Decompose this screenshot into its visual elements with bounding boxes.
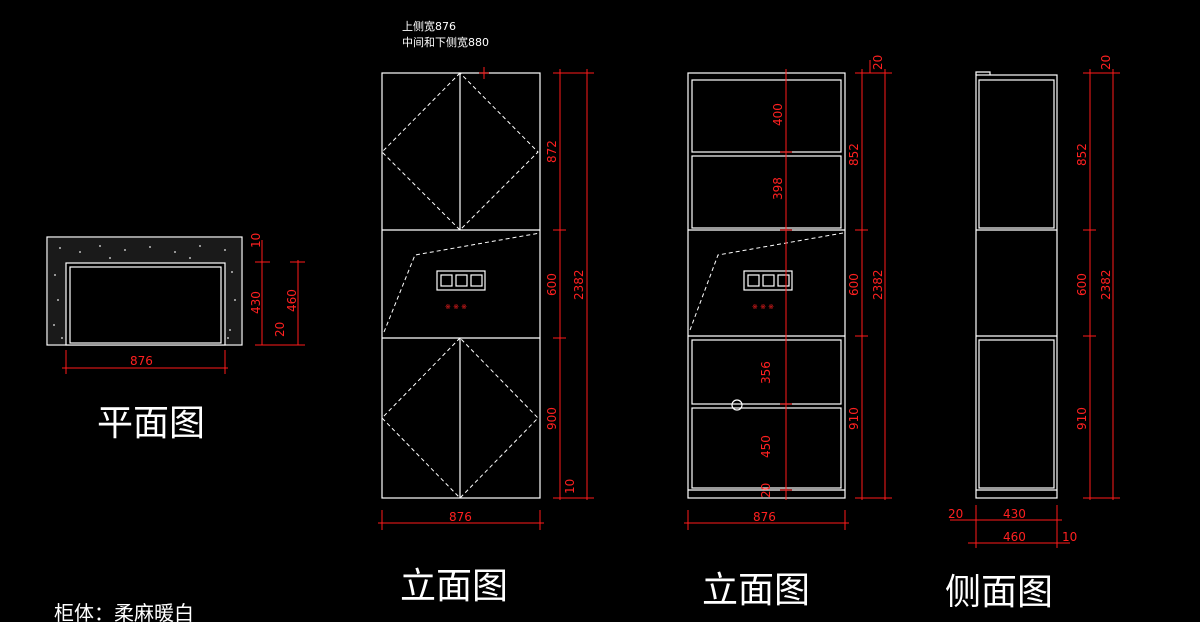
elev1-total-height: 2382 — [572, 269, 586, 300]
elev1-upper-height: 872 — [545, 140, 559, 163]
side-total: 2382 — [1099, 269, 1113, 300]
elev1-base-height: 10 — [563, 479, 577, 494]
side-depth-outer: 460 — [1003, 530, 1026, 544]
plan-bottom-gap-label: 20 — [273, 322, 287, 337]
note-top-width: 上侧宽876 — [402, 19, 456, 33]
side-title: 侧面图 — [945, 572, 1053, 613]
material-note: 柜体：柔麻暖白 — [54, 601, 194, 622]
elev2-lower-shelf1: 356 — [759, 361, 773, 384]
socket-panel-2-icon — [743, 270, 793, 291]
elev2-shelf1: 400 — [771, 103, 785, 126]
plan-inner-depth-label: 430 — [249, 291, 263, 314]
plan-outer-depth-label: 460 — [285, 289, 299, 312]
svg-text:※ ※ ※: ※ ※ ※ — [752, 303, 774, 311]
socket-panel-icon — [436, 270, 486, 291]
elev2-outline — [687, 72, 846, 499]
plan-hatch-dots — [53, 245, 236, 339]
elev2-base: 20 — [759, 483, 773, 498]
side-front: 10 — [1062, 530, 1077, 544]
elev2-upper: 852 — [847, 143, 861, 166]
side-top: 20 — [1099, 55, 1113, 70]
elev2-middle: 600 — [847, 273, 861, 296]
side-outline — [975, 74, 1058, 499]
side-middle: 600 — [1075, 273, 1089, 296]
elev1-width-label: 876 — [449, 510, 472, 524]
side-view: 20 852 600 910 2382 20 430 460 10 — [948, 55, 1120, 548]
elev2-width-label: 876 — [753, 510, 776, 524]
knob-icon — [731, 399, 743, 411]
plan-view: 876 10 430 460 20 — [46, 233, 305, 374]
side-depth-inner: 430 — [1003, 507, 1026, 521]
elevation-2-title: 立面图 — [702, 570, 810, 611]
svg-text:※ ※ ※: ※ ※ ※ — [445, 303, 467, 311]
note-mid-bottom-width: 中间和下侧宽880 — [402, 35, 489, 49]
plan-title: 平面图 — [97, 403, 205, 444]
elev2-lower-shelf2: 450 — [759, 435, 773, 458]
elev1-middle-height: 600 — [545, 273, 559, 296]
elev2-top: 20 — [871, 55, 885, 70]
elevation-2: ※ ※ ※ 400 398 356 450 20 20 852 600 910 … — [684, 55, 892, 530]
elev1-outline — [381, 72, 541, 499]
side-back: 20 — [948, 507, 963, 521]
elev2-shelf2: 398 — [771, 177, 785, 200]
plan-top-gap-label: 10 — [249, 233, 263, 248]
elevation-1-title: 立面图 — [400, 566, 508, 607]
elev1-lower-height: 900 — [545, 407, 559, 430]
elev2-total: 2382 — [871, 269, 885, 300]
elev1-lower-door-pattern — [381, 337, 539, 499]
plan-inner-cavity — [65, 262, 226, 346]
plan-inner-line — [69, 266, 222, 344]
plan-width-label: 876 — [130, 354, 153, 368]
side-lower: 910 — [1075, 407, 1089, 430]
elevation-1: ※ ※ ※ 872 600 900 10 2382 876 — [378, 67, 594, 530]
elev2-lower: 910 — [847, 407, 861, 430]
side-upper: 852 — [1075, 143, 1089, 166]
